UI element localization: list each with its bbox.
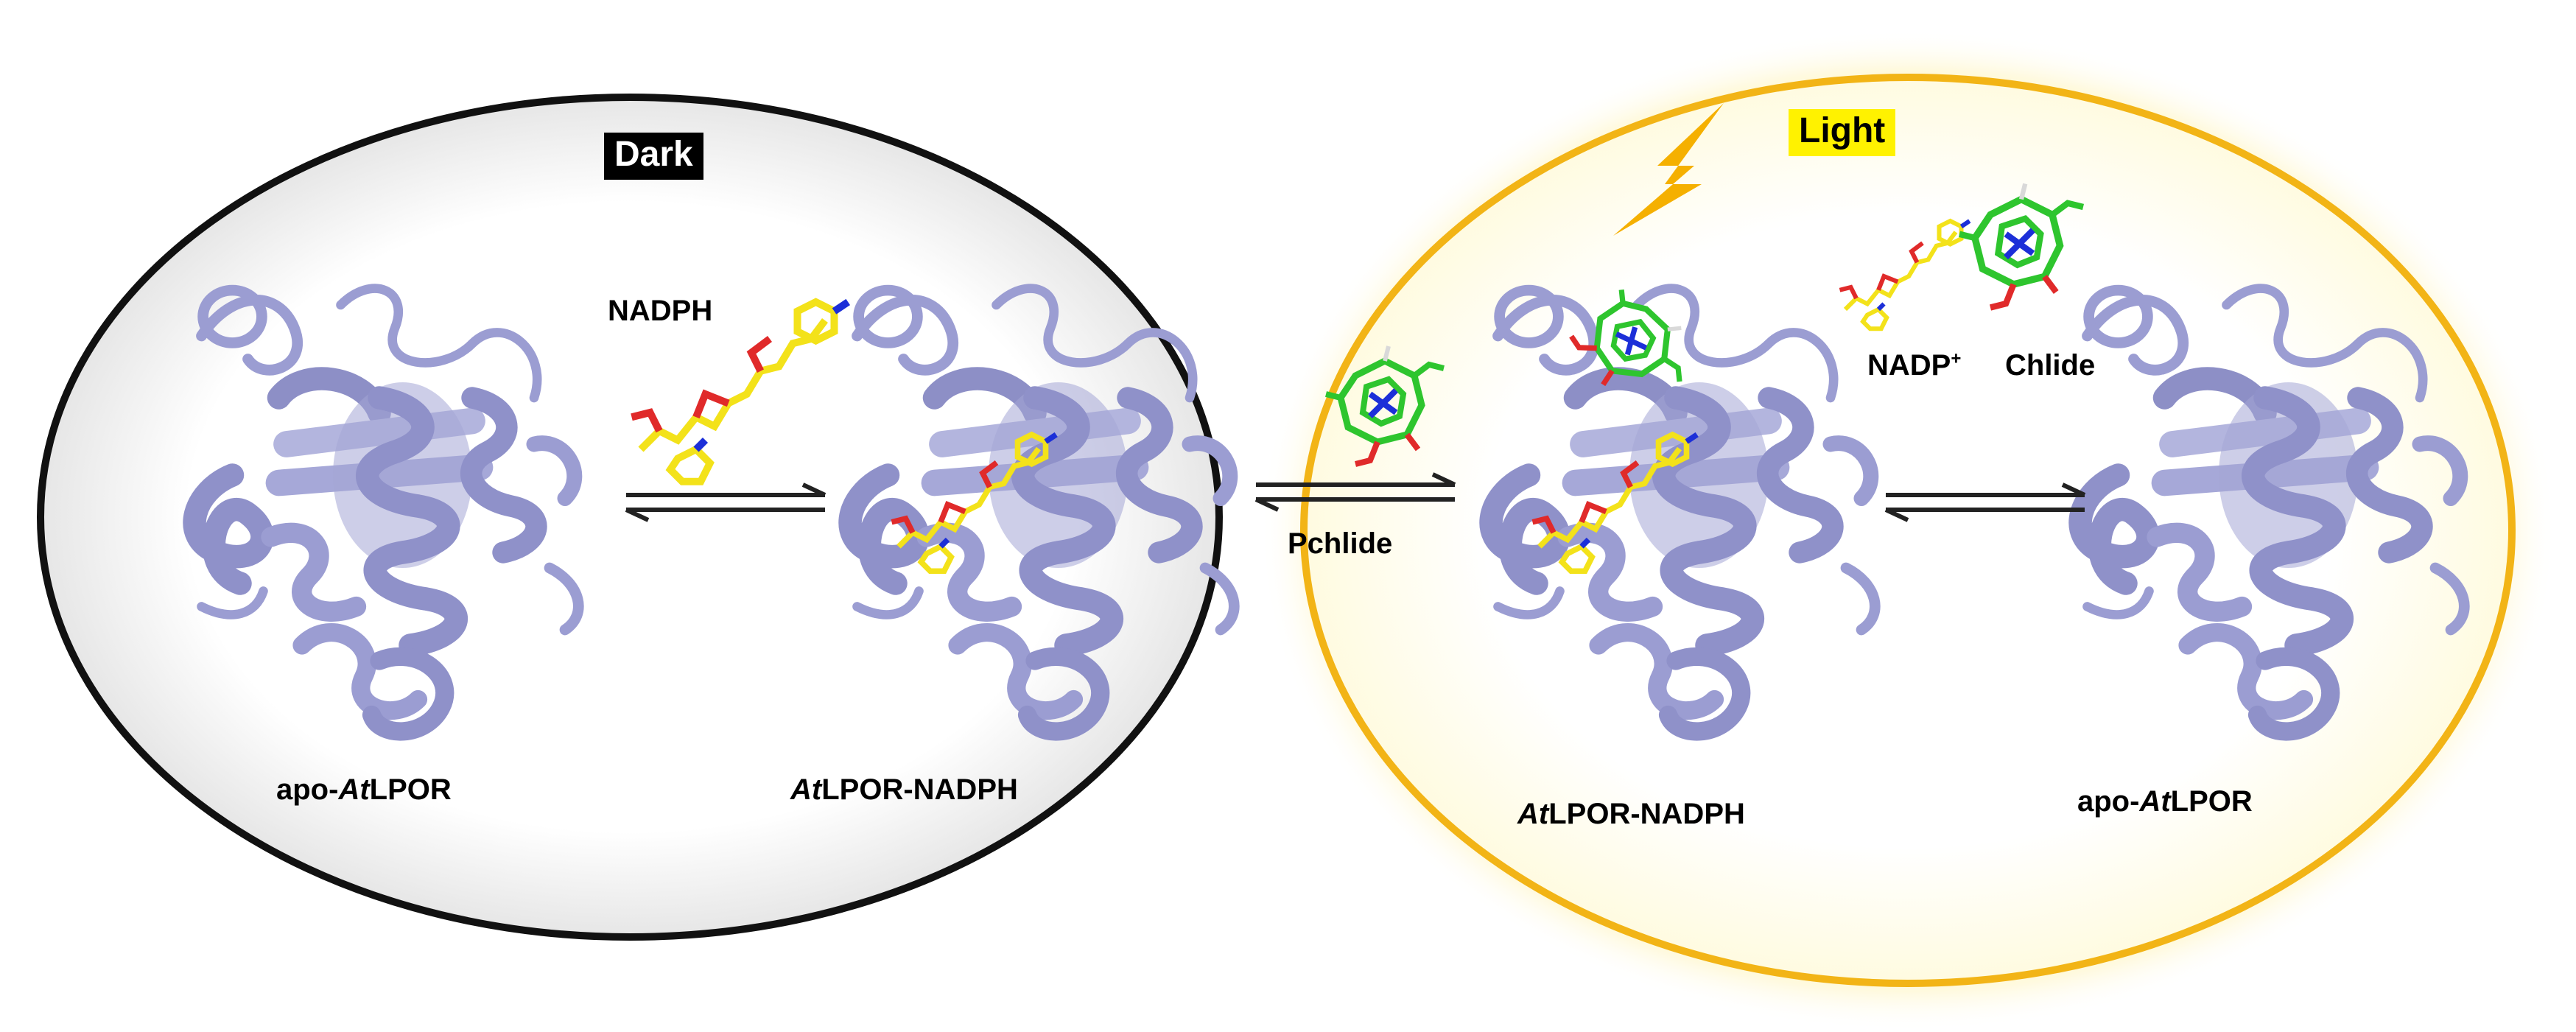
protein-label-nadph-1: AtLPOR-NADPH xyxy=(790,773,1018,806)
nadp-label: NADP+ xyxy=(1867,348,1962,382)
pchlide-label: Pchlide xyxy=(1288,527,1393,560)
protein-label-apo-2: apo-AtLPOR xyxy=(2077,785,2253,818)
protein-label-apo-1: apo-AtLPOR xyxy=(276,773,452,806)
light-region-ellipse xyxy=(1300,74,2516,987)
lightning-bolt-icon xyxy=(1613,103,1724,236)
chlide-label: Chlide xyxy=(2005,349,2096,382)
nadph-label: NADPH xyxy=(608,295,713,327)
dark-region-label: Dark xyxy=(604,133,703,180)
protein-label-nadph-2: AtLPOR-NADPH xyxy=(1517,798,1745,830)
light-region-label: Light xyxy=(1789,109,1896,156)
